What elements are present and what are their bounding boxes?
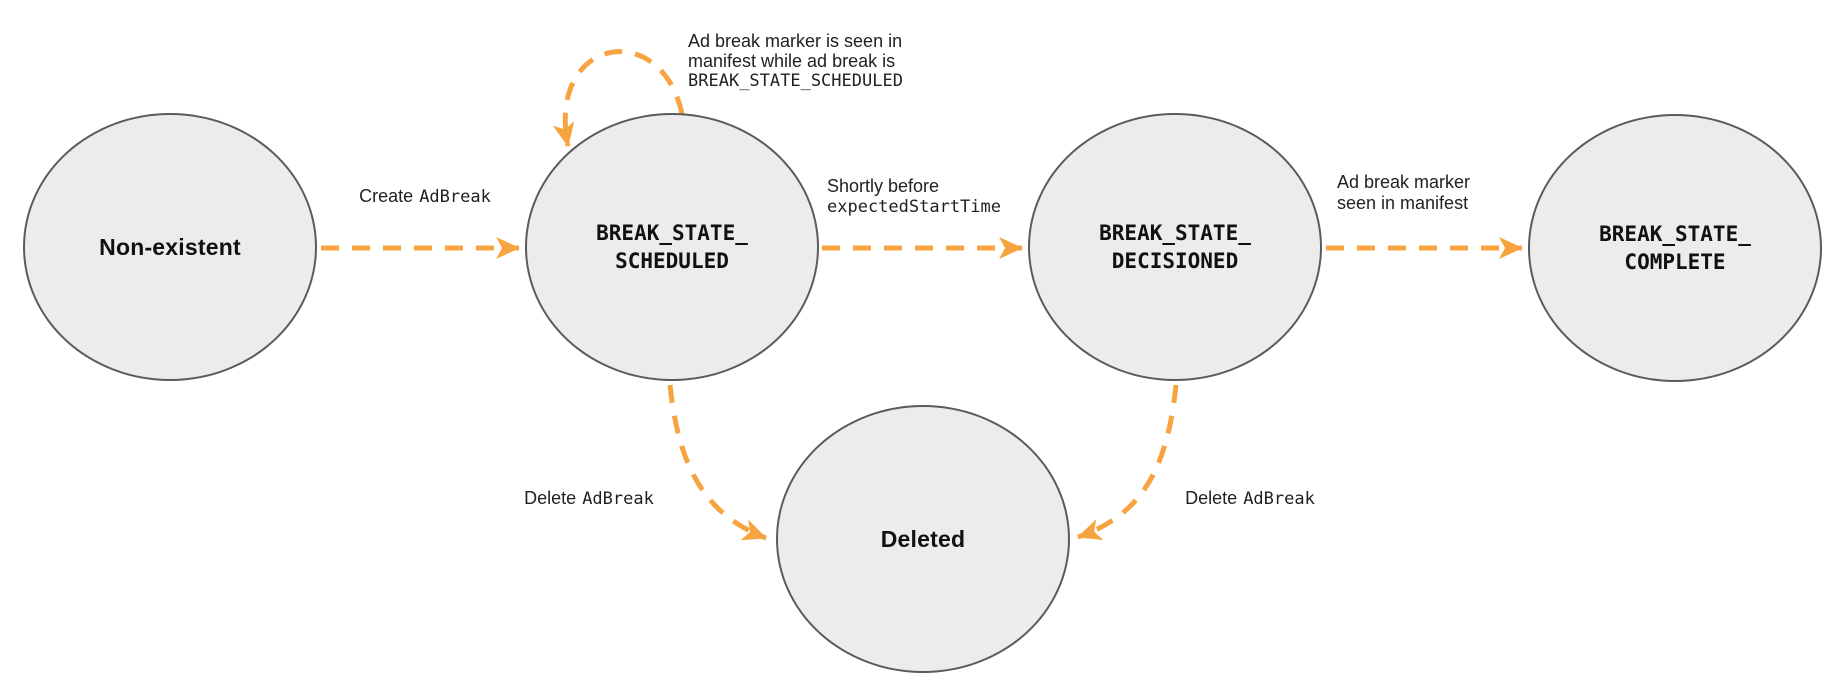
delete-from-decisioned-arrow — [1077, 384, 1179, 541]
shortly-before-label: Shortly before expectedStartTime — [827, 176, 1001, 218]
marker-seen-label: Ad break marker seen in manifest — [1337, 172, 1470, 214]
state-non-existent: Non-existent — [23, 113, 317, 381]
delete-right-label-text: Delete — [1185, 488, 1238, 508]
create-label-text: Create — [359, 186, 414, 206]
self-loop-label-line2: manifest while ad break is — [688, 51, 896, 71]
state-break-state-scheduled: BREAK_STATE_ SCHEDULED — [525, 113, 819, 381]
self-loop-label: Ad break marker is seen in manifest whil… — [688, 31, 903, 91]
shortly-before-label-code: expectedStartTime — [827, 197, 1001, 217]
self-loop-label-line1: Ad break marker is seen in — [688, 31, 903, 51]
create-label-code: AdBreak — [419, 187, 491, 207]
marker-seen-label-line2: seen in manifest — [1337, 193, 1469, 213]
delete-left-label-code: AdBreak — [582, 489, 654, 509]
state-break-state-decisioned: BREAK_STATE_ DECISIONED — [1028, 113, 1322, 381]
delete-right-label-code: AdBreak — [1243, 489, 1315, 509]
state-deleted: Deleted — [776, 405, 1070, 673]
delete-left-label-text: Delete — [524, 488, 577, 508]
shortly-before-label-line1: Shortly before — [827, 176, 940, 196]
delete-from-scheduled-arrow — [667, 384, 767, 541]
self-loop-label-code: BREAK_STATE_SCHEDULED — [688, 71, 903, 91]
self-loop-arrow — [552, 49, 685, 147]
marker-seen-label-line1: Ad break marker — [1337, 172, 1471, 192]
state-break-state-complete: BREAK_STATE_ COMPLETE — [1528, 114, 1822, 382]
